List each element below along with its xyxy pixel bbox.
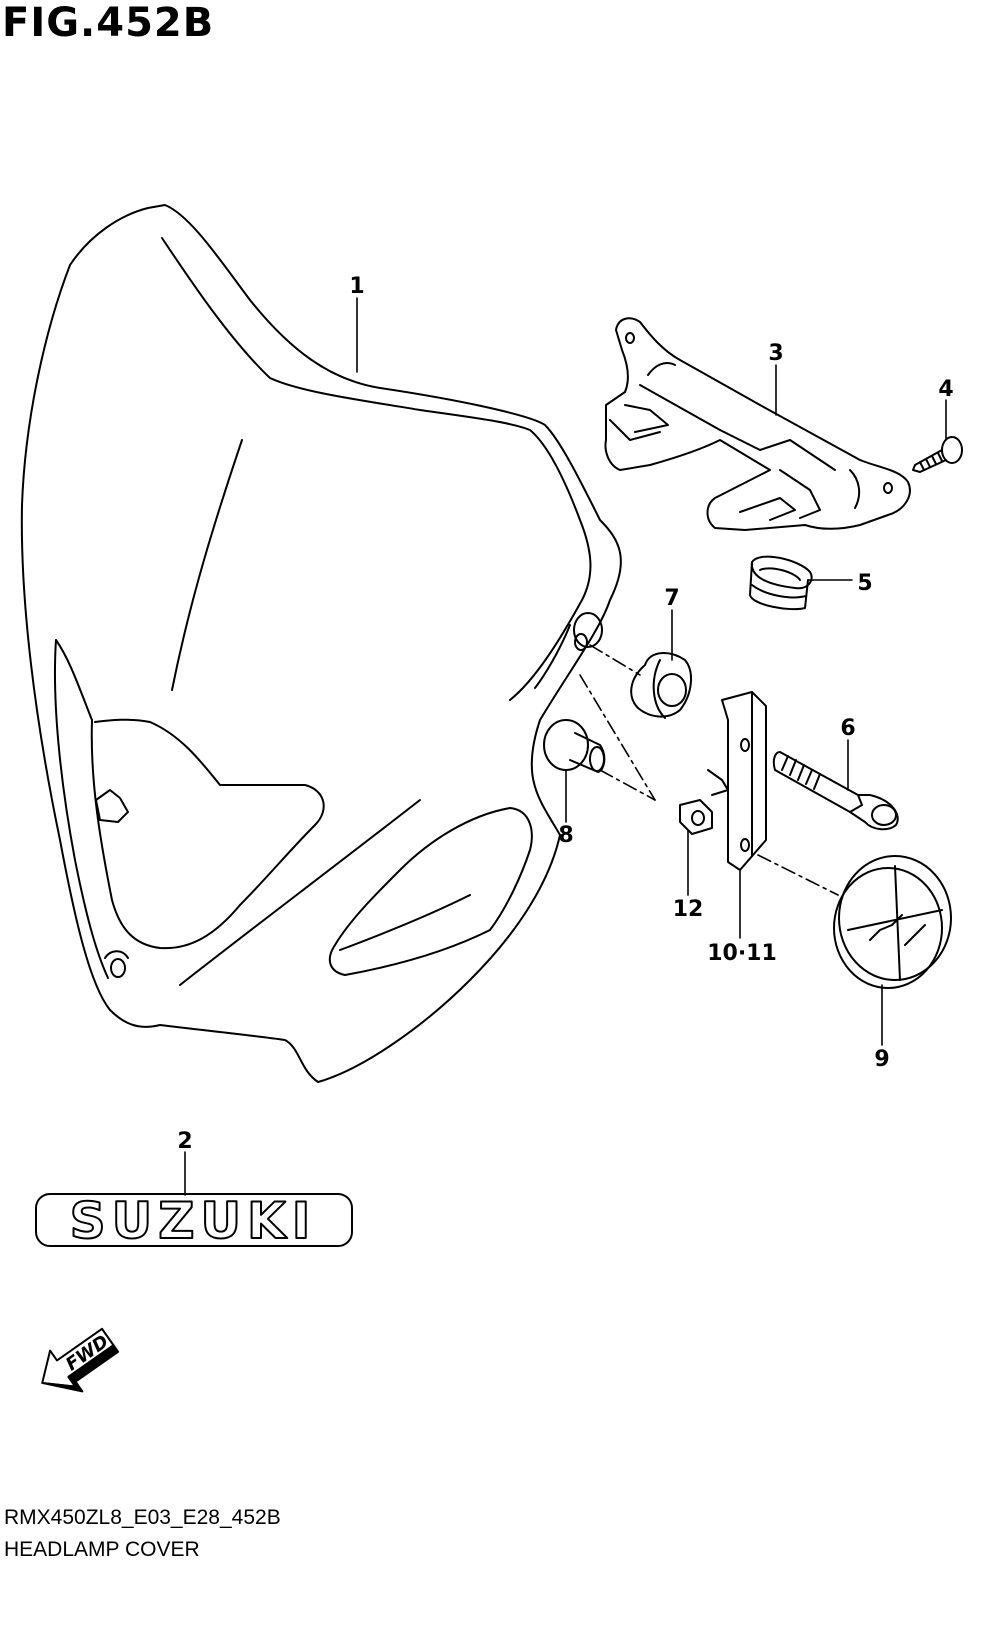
callout-4: 4 (938, 377, 953, 402)
callout-12: 12 (673, 897, 704, 922)
callout-labels: 1 2 3 4 5 6 7 8 9 10·11 12 (177, 274, 953, 1154)
bolt (772, 751, 899, 831)
leader-lines (184, 297, 947, 1196)
figure-title: FIG.452B (2, 0, 215, 46)
headlamp-cover (20, 204, 622, 1083)
screw (912, 436, 963, 473)
grommet-small (749, 555, 813, 611)
callout-6: 6 (840, 716, 855, 741)
fwd-arrow-icon: FWD (41, 1327, 120, 1393)
callout-1: 1 (349, 274, 364, 299)
callout-9: 9 (874, 1047, 889, 1072)
collar (543, 719, 606, 773)
suzuki-emblem: SUZUKI (35, 1191, 353, 1251)
callout-7: 7 (664, 586, 679, 611)
nut (679, 799, 713, 835)
callout-5: 5 (857, 571, 872, 596)
callout-2: 2 (177, 1129, 192, 1154)
callout-8: 8 (558, 823, 573, 848)
callout-10-11: 10·11 (707, 941, 777, 966)
grommet-large (630, 652, 692, 719)
bracket (604, 317, 911, 531)
emblem-text: SUZUKI (70, 1192, 317, 1250)
headlamp-lens (833, 855, 952, 989)
callout-3: 3 (768, 341, 783, 366)
figure-name: HEADLAMP COVER (4, 1538, 200, 1561)
figure-code: RMX450ZL8_E03_E28_452B (4, 1506, 281, 1529)
mounting-plate (707, 691, 767, 871)
